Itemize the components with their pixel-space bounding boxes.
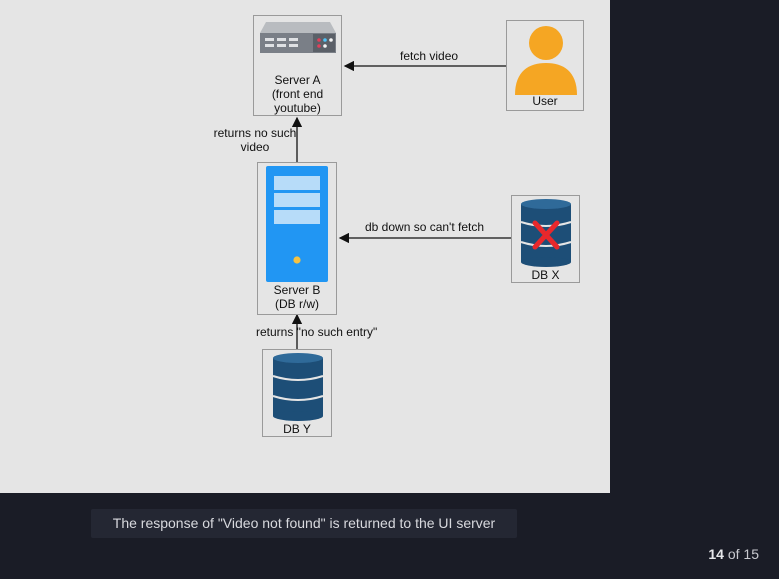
db-x-label: DB X bbox=[531, 268, 560, 282]
server-a-label: Server A (front end youtube) bbox=[271, 73, 324, 115]
total-slide-count: 15 bbox=[743, 546, 759, 562]
user-label: User bbox=[532, 94, 558, 108]
edge-label-returns-no-such-entry: returns "no such entry" bbox=[256, 325, 378, 339]
current-slide-number: 14 bbox=[708, 546, 724, 562]
server-b-node[interactable]: Server B (DB r/w) bbox=[257, 162, 337, 315]
edge-label-returns-no-such-video: returns no such video bbox=[213, 126, 297, 154]
db-y-node[interactable]: DB Y bbox=[262, 349, 332, 437]
diagram-slide: Server A (front end youtube) User Server… bbox=[0, 0, 610, 493]
server-a-node[interactable]: Server A (front end youtube) bbox=[253, 15, 342, 116]
user-icon bbox=[515, 26, 577, 95]
edge-label-fetch-video: fetch video bbox=[400, 49, 459, 63]
user-node[interactable]: User bbox=[506, 20, 584, 111]
server-b-label: Server B (DB r/w) bbox=[273, 283, 321, 311]
db-x-node[interactable]: DB X bbox=[511, 195, 580, 283]
rack-server-icon bbox=[260, 22, 336, 53]
database-failed-icon bbox=[520, 199, 572, 267]
edge-label-db-down: db down so can't fetch bbox=[365, 220, 485, 234]
slide-counter-of: of bbox=[727, 546, 740, 562]
database-icon bbox=[272, 353, 324, 421]
slide-caption: The response of "Video not found" is ret… bbox=[91, 509, 517, 538]
diagram-arrows bbox=[291, 60, 511, 349]
db-y-label: DB Y bbox=[283, 422, 311, 436]
slide-counter: 14 of 15 bbox=[708, 546, 759, 562]
tower-server-icon bbox=[266, 166, 328, 282]
